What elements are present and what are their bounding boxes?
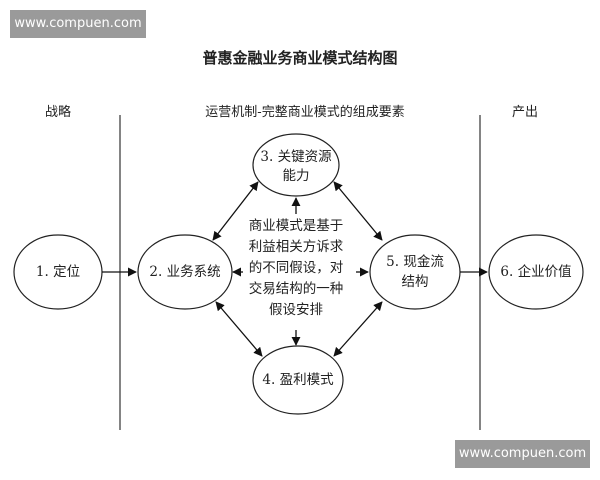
node-2-label: 2. 业务系统	[149, 264, 221, 280]
arrow-5-4	[333, 301, 383, 357]
center-line-1: 商业模式是基于	[248, 218, 344, 234]
node-5-label-line2: 结构	[401, 274, 429, 290]
center-line-4: 交易结构的一种	[248, 281, 344, 297]
column-header-strategy: 战略	[44, 105, 71, 120]
node-3-label-line2: 能力	[282, 168, 310, 184]
center-description: 商业模式是基于 利益相关方诉求 的不同假设，对 交易结构的一种 假设安排	[234, 216, 358, 321]
node-3-shape	[252, 133, 340, 197]
node-4-label: 4. 盈利模式	[262, 372, 334, 388]
node-6-shape	[488, 234, 584, 310]
center-line-2: 利益相关方诉求	[248, 239, 344, 255]
node-1-label: 1. 定位	[35, 264, 81, 280]
node-6-label: 6. 企业价值	[500, 264, 572, 280]
node-5-label-line1: 5. 现金流	[386, 254, 444, 270]
arrow-2-4	[215, 301, 263, 357]
watermark-bottom: www.compuen.com	[455, 440, 590, 468]
center-line-5: 假设安排	[269, 302, 323, 318]
diagram-title: 普惠金融业务商业模式结构图	[202, 49, 398, 67]
column-header-operation: 运营机制-完整商业模式的组成要素	[205, 105, 405, 120]
center-line-3: 的不同假设，对	[248, 260, 344, 276]
node-3-label-line1: 3. 关键资源	[260, 149, 332, 165]
column-header-output: 产出	[511, 105, 538, 120]
node-2-shape	[137, 234, 233, 310]
arrow-3-5	[333, 181, 383, 241]
arrow-3-2	[212, 181, 259, 241]
node-4-shape	[252, 345, 344, 415]
watermark-top: www.compuen.com	[10, 10, 146, 38]
